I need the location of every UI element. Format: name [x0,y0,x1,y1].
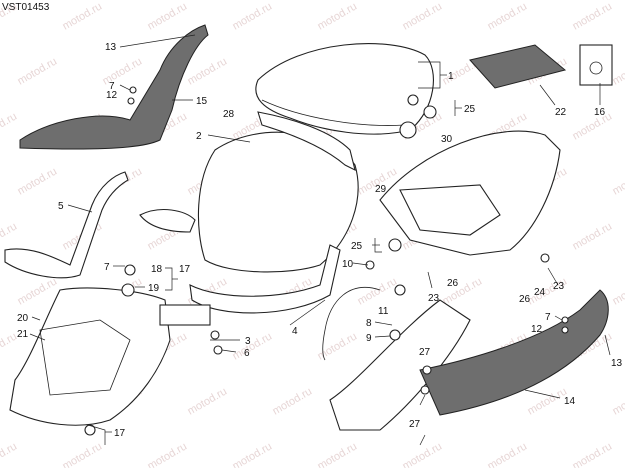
watermark-text: motod.ru [486,0,530,32]
callout-10: 10 [342,259,354,270]
callout-22: 22 [555,107,567,118]
watermark-text: motod.ru [186,385,230,417]
watermark-text: motod.ru [101,55,145,87]
callout-16: 16 [594,107,606,118]
callout-25a: 25 [464,104,476,115]
callout-1: 1 [448,71,454,82]
callout-19: 19 [148,283,160,294]
watermark-text: motod.ru [16,165,60,197]
callout-28: 28 [223,109,235,120]
watermark-text: motod.ru [0,440,19,468]
callout-12a: 12 [106,90,118,101]
callout-23b: 23 [553,281,565,292]
callout-15: 15 [196,96,208,107]
watermark-text: motod.ru [611,385,625,417]
callout-26b: 26 [519,294,531,305]
watermark-text: motod.ru [611,165,625,197]
watermark-text: motod.ru [61,0,105,32]
watermark-text: motod.ru [231,0,275,32]
watermark-text: motod.ru [571,220,615,252]
callout-20: 20 [17,313,29,324]
watermark-text: motod.ru [401,0,445,32]
callout-7c: 7 [545,312,551,323]
watermark-text: motod.ru [571,0,615,32]
watermark-text: motod.ru [61,440,105,468]
callout-18: 18 [151,264,163,275]
watermark-text: motod.ru [16,55,60,87]
watermark-text: motod.ru [611,55,625,87]
watermark-text: motod.ru [526,385,570,417]
callout-29: 29 [375,184,387,195]
watermark-text: motod.ru [146,0,190,32]
callout-3: 3 [245,336,251,347]
callout-2: 2 [196,131,202,142]
callout-17a: 17 [179,264,191,275]
callout-11: 11 [378,306,389,317]
watermark-text: motod.ru [231,330,275,362]
watermark-text: motod.ru [146,440,190,468]
undertray [10,288,170,425]
watermark-text: motod.ru [316,440,360,468]
watermark-text: motod.ru [271,385,315,417]
callout-17b: 17 [114,428,126,439]
document-bag [580,45,612,85]
watermark-text: motod.ru [571,440,615,468]
callout-12b: 12 [531,324,543,335]
seat-base [140,132,358,272]
callout-9: 9 [366,333,372,344]
callout-7b: 7 [104,262,110,273]
callout-6: 6 [244,348,250,359]
owners-manual [470,45,565,88]
watermark-text: motod.ru [16,275,60,307]
callout-5: 5 [58,201,64,212]
callout-13b: 13 [611,358,623,369]
watermark-text: motod.ru [186,55,230,87]
callout-8: 8 [366,318,372,329]
callout-25b: 25 [351,241,363,252]
callout-30: 30 [441,134,453,145]
callout-27b: 27 [409,419,421,430]
callout-27a: 27 [419,347,431,358]
callout-14: 14 [564,396,576,407]
watermark-text: motod.ru [316,330,360,362]
watermark-text: motod.ru [316,0,360,32]
callout-23a: 23 [428,293,440,304]
watermark-text: motod.ru [486,440,530,468]
callout-21: 21 [17,329,29,340]
callout-26a: 26 [447,278,459,289]
watermark-text: motod.ru [611,275,625,307]
watermark-text: motod.ru [571,110,615,142]
callout-4: 4 [292,326,298,337]
diagram-code: VST01453 [2,2,49,13]
watermark-text: motod.ru [356,275,400,307]
callout-13a: 13 [105,42,117,53]
watermark-text: motod.ru [231,440,275,468]
callout-24: 24 [534,287,546,298]
watermark-text: motod.ru [401,440,445,468]
watermark-text: motod.ru [0,220,19,252]
watermark-text: motod.ru [0,110,19,142]
